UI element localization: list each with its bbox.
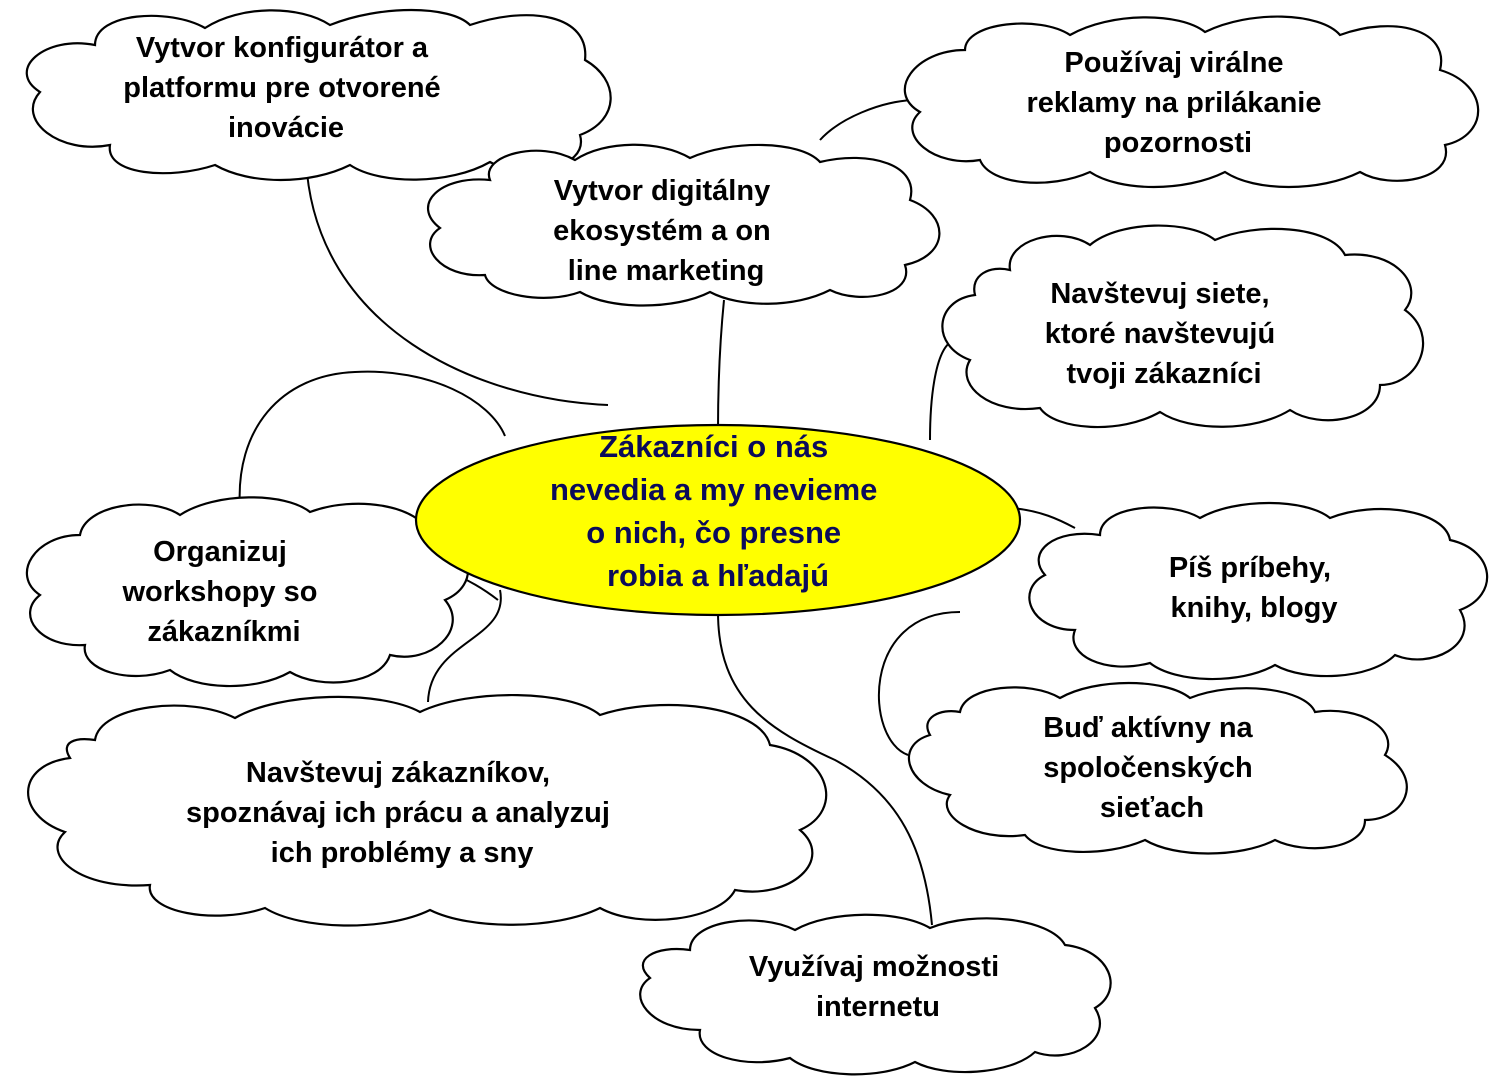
cloud-internet: Využívaj možnosti internetu: [639, 913, 1112, 1076]
cloud-ekosystem: Vytvor digitálny ekosystém a on line mar…: [427, 143, 941, 307]
connector-siete: [929, 339, 956, 441]
cloud-viralne-line-1: Používaj virálne: [1064, 47, 1283, 79]
cloud-shape: [25, 496, 470, 688]
connector-ekosystem: [717, 299, 725, 431]
cloud-viralne: Používaj virálne reklamy na prilákanie p…: [903, 15, 1480, 189]
cloud-aktivny: Buď aktívny na spoločenských sieťach: [907, 681, 1408, 855]
cloud-siete: Navštevuj siete, ktoré navštevujú tvoji …: [941, 224, 1425, 429]
cloud-internet-line-2: internetu: [816, 991, 940, 1023]
cloud-viralne-line-3: pozornosti: [1104, 127, 1252, 159]
connector-aktivny: [877, 611, 961, 756]
center-line-3: o nich, čo presne: [586, 515, 841, 550]
connector-internet: [717, 611, 933, 926]
cloud-aktivny-text: Buď aktívny na spoločenských sieťach: [1043, 712, 1261, 824]
cloud-konfigurator: Vytvor konfigurátor a platformu pre otvo…: [25, 8, 612, 182]
center-line-1: Zákazníci o nás: [599, 429, 828, 464]
cloud-siete-text: Navštevuj siete, ktoré navštevujú tvoji …: [1045, 278, 1284, 390]
cloud-shape: [27, 694, 828, 927]
cloud-ekosystem-line-3: line marketing: [568, 255, 765, 287]
connector-zakaznikov: [427, 589, 502, 703]
cloud-zakaznikov-line-1: Navštevuj zákazníkov,: [246, 757, 550, 789]
cloud-shape: [907, 681, 1408, 855]
connector-workshopy-loop: [238, 370, 506, 509]
cloud-internet-line-1: Využívaj možnosti: [749, 951, 999, 983]
cloud-pribehy-line-2: knihy, blogy: [1170, 592, 1337, 624]
connector-konfigurator: [305, 159, 609, 406]
cloud-shape: [903, 15, 1480, 189]
cloud-ekosystem-line-1: Vytvor digitálny: [554, 175, 770, 207]
cloud-zakaznikov-line-2: spoznávaj ich prácu a analyzuj: [186, 797, 610, 829]
cloud-siete-line-3: tvoji zákazníci: [1066, 358, 1261, 390]
cloud-viralne-text: Používaj virálne reklamy na prilákanie p…: [1026, 47, 1329, 159]
cloud-workshopy-text: Organizuj workshopy so zákazníkmi: [121, 536, 325, 648]
clouds: Vytvor konfigurátor a platformu pre otvo…: [25, 8, 1489, 1076]
cloud-pribehy-line-1: Píš príbehy,: [1169, 552, 1331, 584]
cloud-viralne-line-2: reklamy na prilákanie: [1026, 87, 1321, 119]
cloud-workshopy: Organizuj workshopy so zákazníkmi: [25, 496, 470, 688]
cloud-konfigurator-text: Vytvor konfigurátor a platformu pre otvo…: [123, 32, 449, 144]
cloud-internet-text: Využívaj možnosti internetu: [749, 951, 1007, 1023]
cloud-siete-line-2: ktoré navštevujú: [1045, 318, 1275, 350]
center-line-2: nevedia a my nevieme: [550, 472, 877, 507]
cloud-konfigurator-line-3: inovácie: [228, 112, 344, 144]
center-node: Zákazníci o nás nevedia a my nevieme o n…: [414, 423, 1022, 617]
cloud-workshopy-line-3: zákazníkmi: [147, 616, 300, 648]
cloud-ekosystem-line-2: ekosystém a on: [553, 215, 771, 247]
cloud-shape: [941, 224, 1425, 429]
cloud-shape: [1028, 501, 1489, 681]
cloud-aktivny-line-2: spoločenských: [1043, 752, 1253, 784]
cloud-zakaznikov: Navštevuj zákazníkov, spoznávaj ich prác…: [27, 694, 828, 927]
cloud-shape: [427, 143, 941, 307]
cloud-siete-line-1: Navštevuj siete,: [1050, 278, 1269, 310]
cloud-ekosystem-text: Vytvor digitálny ekosystém a on line mar…: [553, 175, 779, 287]
center-text: Zákazníci o nás nevedia a my nevieme o n…: [550, 429, 886, 593]
cloud-zakaznikov-line-3: ich problémy a sny: [271, 837, 534, 869]
cloud-workshopy-line-2: workshopy so: [121, 576, 317, 608]
cloud-aktivny-line-1: Buď aktívny na: [1043, 712, 1253, 744]
center-line-4: robia a hľadajú: [607, 558, 829, 593]
cloud-pribehy-text: Píš príbehy, knihy, blogy: [1169, 552, 1339, 624]
cloud-zakaznikov-text: Navštevuj zákazníkov, spoznávaj ich prác…: [186, 757, 618, 869]
cloud-shape: [639, 913, 1112, 1076]
cloud-workshopy-line-1: Organizuj: [153, 536, 287, 568]
cloud-konfigurator-line-1: Vytvor konfigurátor a: [136, 32, 429, 64]
cloud-pribehy: Píš príbehy, knihy, blogy: [1028, 501, 1489, 681]
cloud-aktivny-line-3: sieťach: [1100, 792, 1204, 824]
connector-viralne: [819, 99, 913, 141]
cloud-konfigurator-line-2: platformu pre otvorené: [123, 72, 440, 104]
center-ellipse: [414, 423, 1022, 617]
